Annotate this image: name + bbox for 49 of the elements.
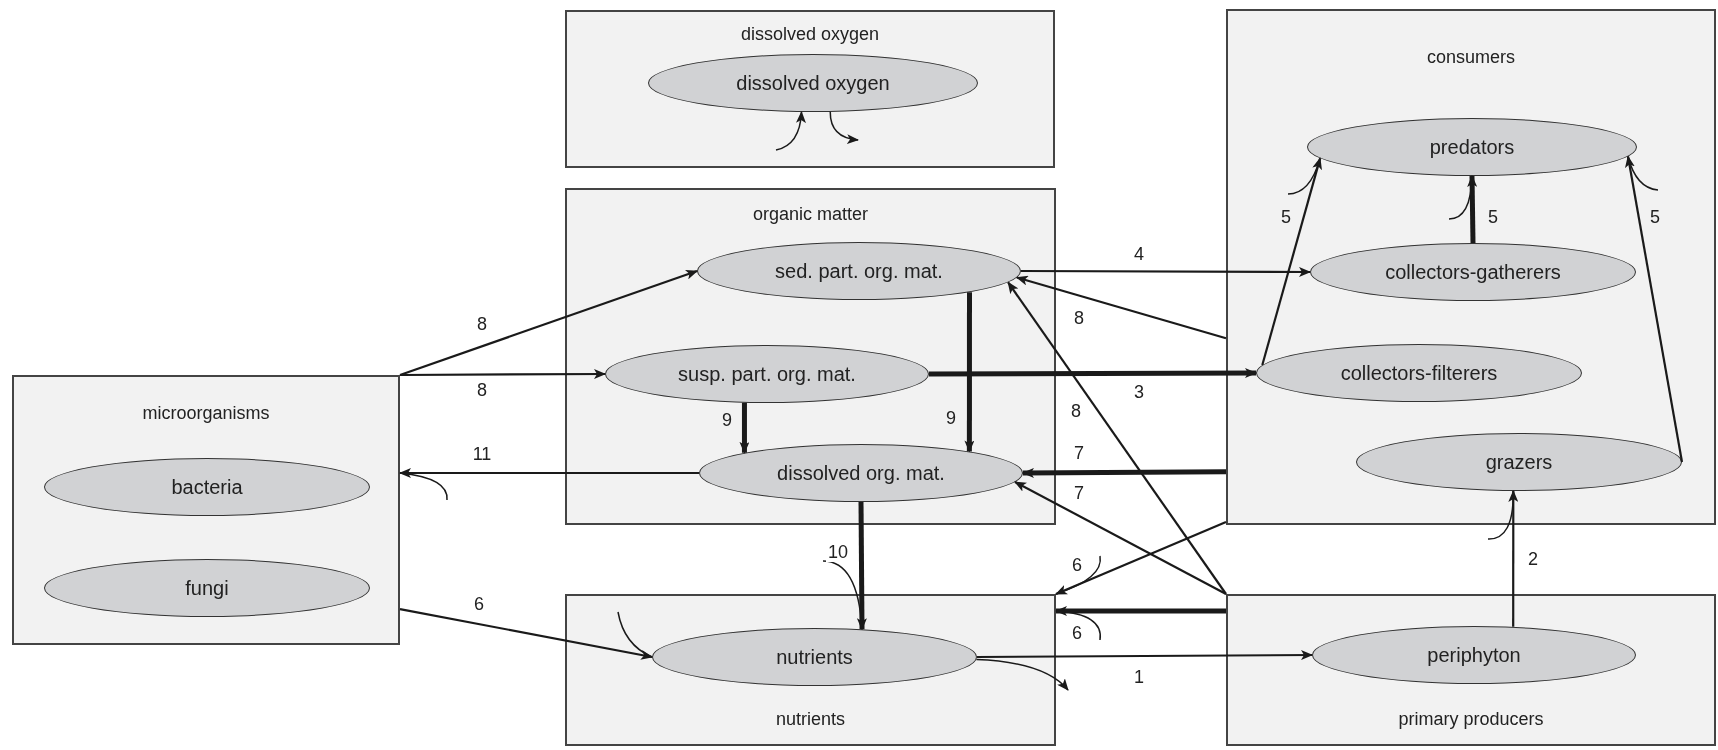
group-box [565, 188, 1056, 525]
node-label: susp. part. org. mat. [678, 362, 856, 386]
arrow [929, 368, 1257, 379]
node-label: collectors-filterers [1340, 361, 1498, 385]
arrow [1021, 266, 1311, 277]
arrow [1055, 520, 1227, 595]
node-label: dissolved org. mat. [777, 461, 945, 485]
flux-arrow [975, 658, 1069, 691]
group-heading: consumers [1426, 47, 1516, 68]
arrow [1467, 175, 1478, 244]
group-heading: microorganisms [141, 403, 271, 424]
flux-arrow [829, 111, 859, 144]
group-heading: nutrients [774, 709, 846, 730]
arrow [856, 502, 867, 631]
group-box [565, 594, 1056, 746]
node-label: sed. part. org. mat. [775, 259, 943, 283]
group-heading: dissolved oxygen [739, 24, 881, 45]
node-label: fungi [185, 576, 229, 600]
node-label: predators [1429, 135, 1515, 159]
arrow [399, 608, 653, 660]
arrow [1055, 606, 1226, 616]
ellipse-node [697, 242, 1021, 300]
arrow [1625, 155, 1684, 463]
arrow [1022, 467, 1226, 478]
arrow [964, 292, 975, 453]
arrow [399, 269, 698, 377]
arrow [1261, 157, 1322, 366]
group-box [1226, 594, 1716, 746]
flux-arrow [775, 110, 806, 151]
node-label: nutrients [776, 645, 853, 669]
edge-label: 10 [826, 542, 850, 562]
node-label: collectors-gatherers [1385, 260, 1561, 284]
group-box [1226, 9, 1716, 525]
group-box [12, 375, 400, 645]
arrow [1014, 481, 1227, 595]
group-box [565, 10, 1055, 168]
arrow [1015, 275, 1227, 340]
arrow [739, 402, 750, 454]
group-heading: primary producers [1397, 709, 1545, 730]
arrow [400, 369, 606, 380]
node-label: periphyton [1427, 643, 1521, 667]
group-heading: organic matter [751, 204, 870, 225]
node-label: dissolved oxygen [736, 71, 890, 95]
arrow [977, 650, 1313, 661]
node-label: bacteria [171, 475, 243, 499]
node-label: grazers [1485, 450, 1553, 474]
arrow [399, 468, 699, 478]
arrow [1007, 281, 1227, 595]
arrow [1508, 490, 1519, 627]
